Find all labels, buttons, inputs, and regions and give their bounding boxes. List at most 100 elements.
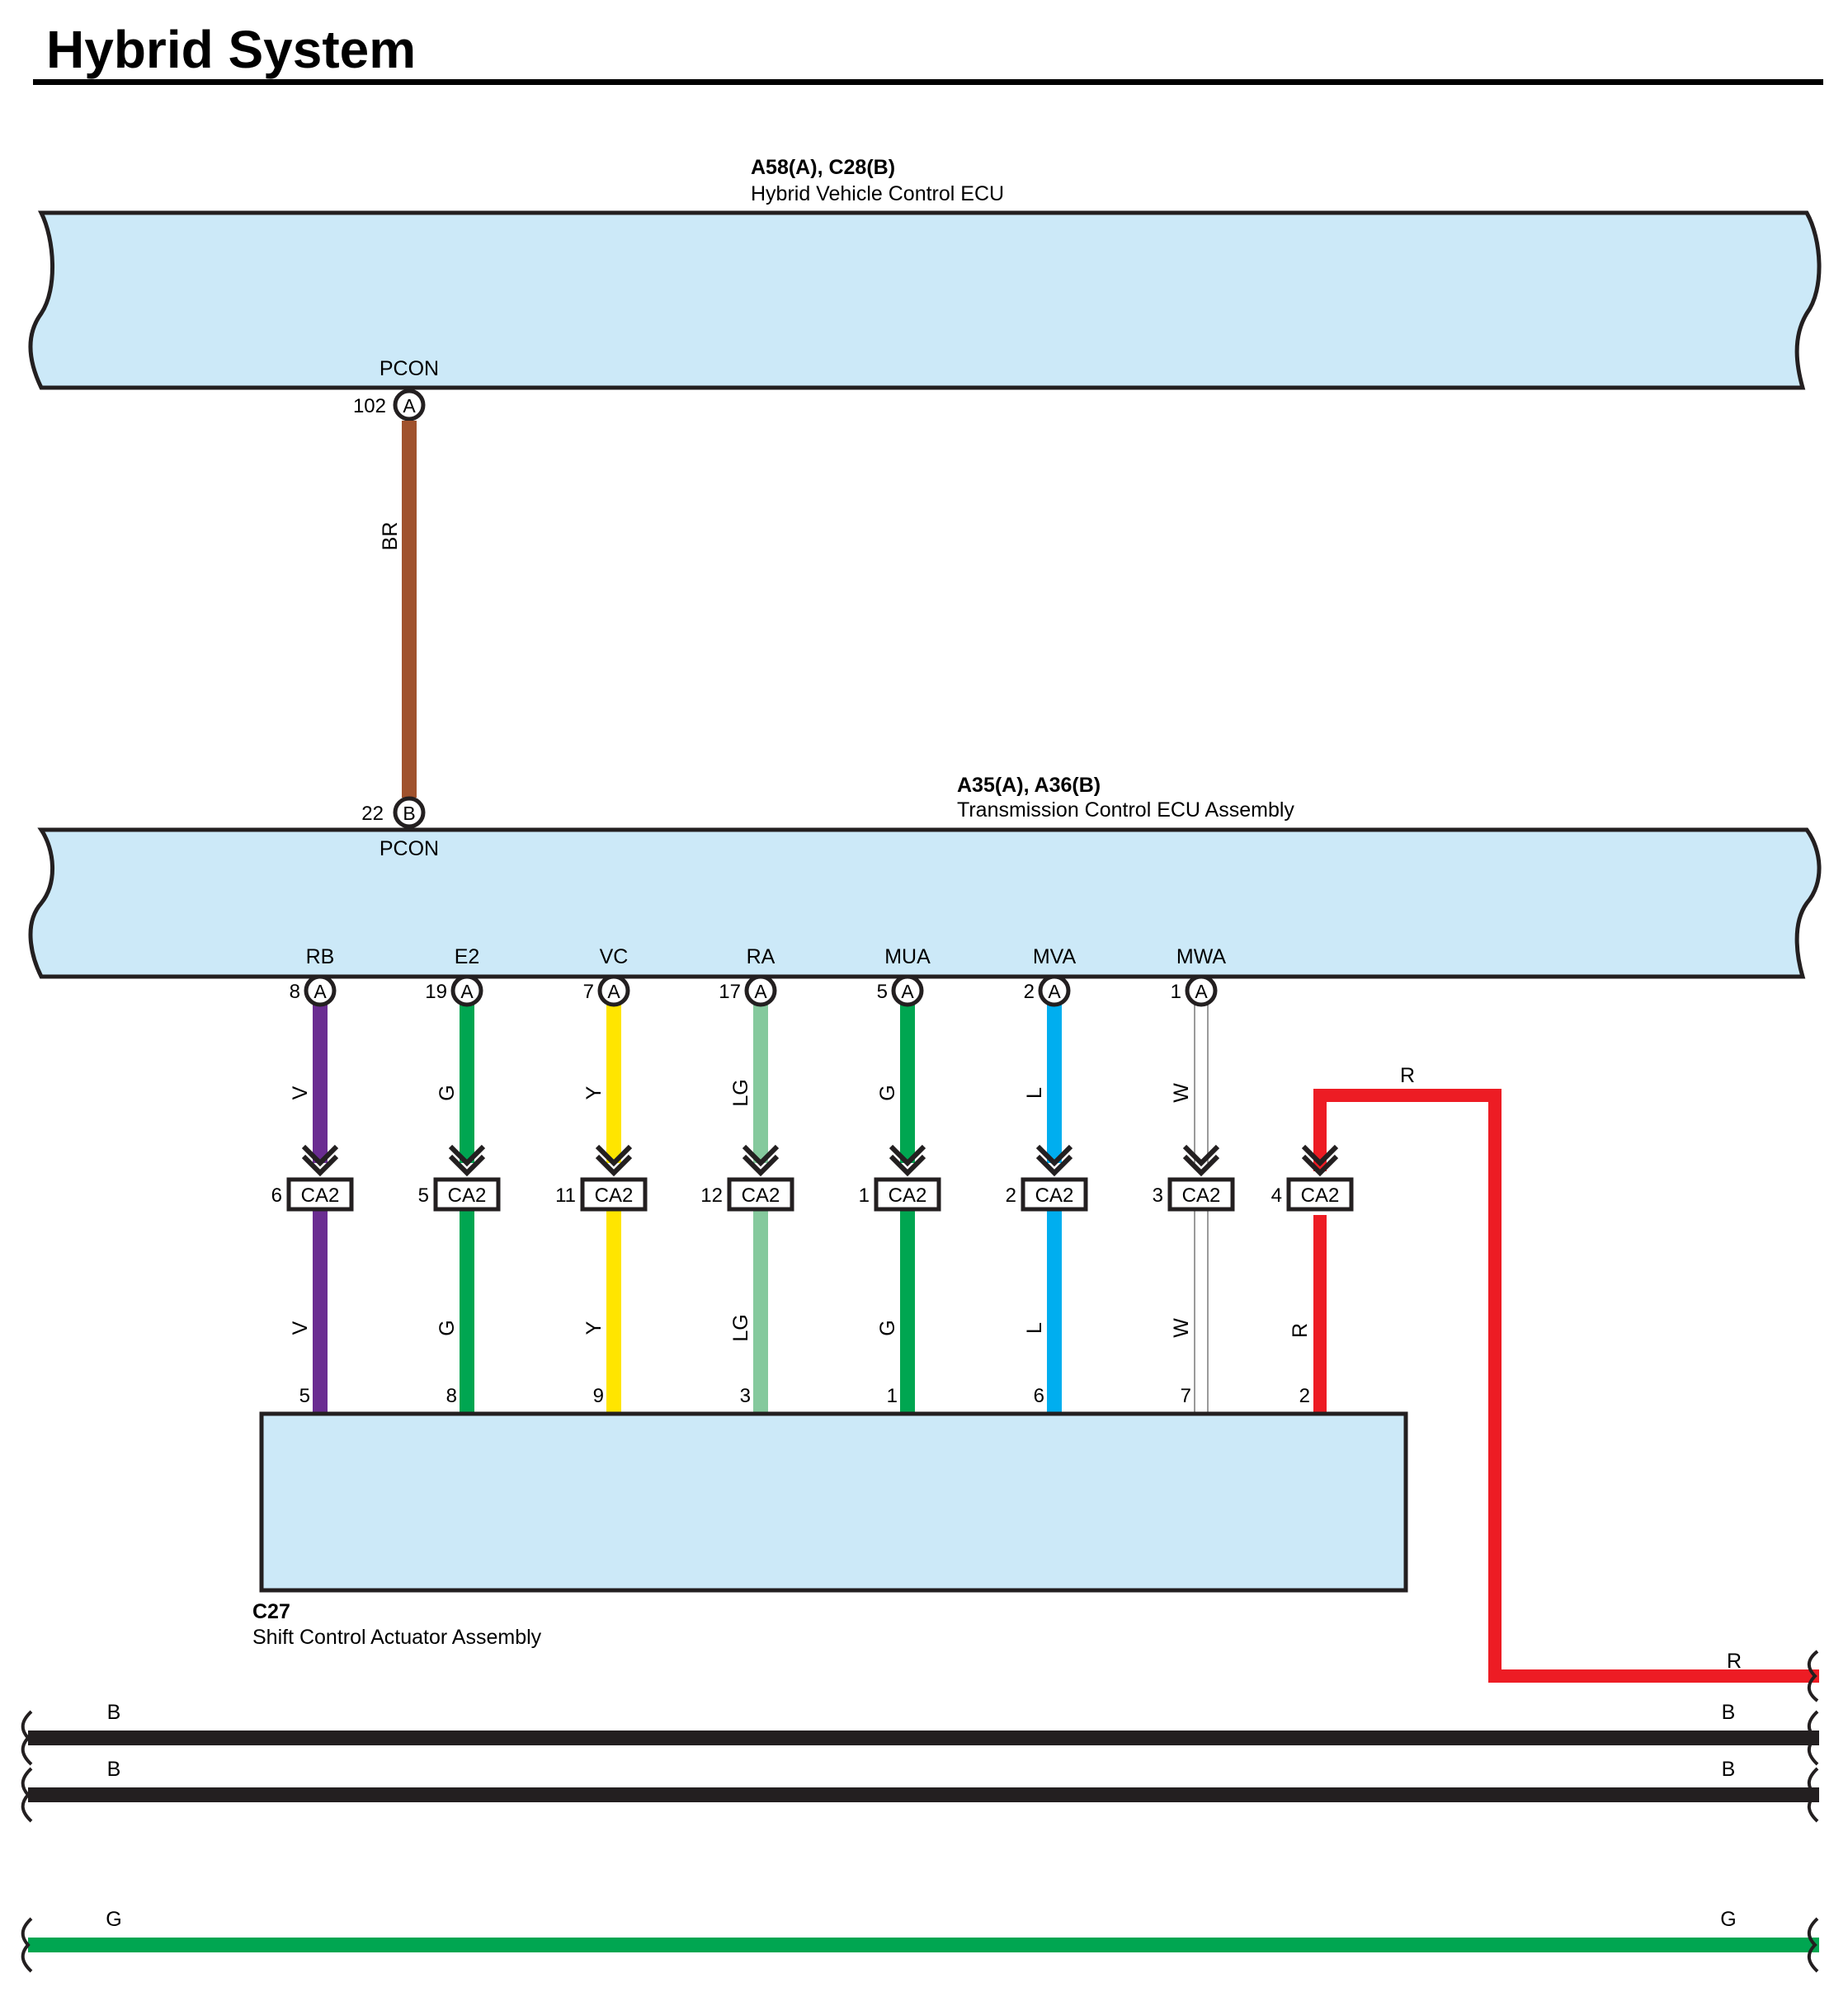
circuit-6-junction-pin: 3 xyxy=(1153,1184,1163,1207)
power-circuit: R R R CA242BMA xyxy=(1271,1064,1819,1702)
circuit-2-junction-pin: 11 xyxy=(555,1184,576,1207)
pcon-wire-color-label: BR xyxy=(379,522,402,551)
bus-2-right-break-mark xyxy=(1807,1917,1819,1973)
circuit-6-junction-box xyxy=(1167,1177,1235,1212)
circuit-0-junction-box xyxy=(286,1177,354,1212)
actuator: C27 Shift Control Actuator Assembly xyxy=(252,1411,1408,1649)
circuit-1-ecu-pin: 19 xyxy=(425,981,447,1003)
circuit-0-ecu-terminal: RB xyxy=(306,945,335,968)
power-junction-chevron-icon xyxy=(1301,1144,1339,1177)
circuit-4-ecu-connector: A xyxy=(891,974,924,1007)
tc-ecu-box xyxy=(28,827,1822,979)
bus-0-right-label: B xyxy=(1722,1701,1736,1724)
circuit-2-junction-chevron-icon xyxy=(595,1144,633,1177)
power-junction-label: CA2 xyxy=(1301,1184,1340,1207)
circuit-1-ecu-terminal: E2 xyxy=(455,945,480,968)
circuit-0-ecu-pin: 8 xyxy=(290,981,300,1003)
circuit-0-actuator-pin: 5 xyxy=(299,1385,310,1407)
power-wire-label-vertical: R xyxy=(1289,1323,1312,1338)
actuator-name: Shift Control Actuator Assembly xyxy=(252,1626,542,1649)
pcon-wire: BR xyxy=(379,421,417,798)
circuit-5-actuator-pin: 6 xyxy=(1034,1385,1044,1407)
circuit-1-junction-label: CA2 xyxy=(448,1184,487,1207)
bus-1-left-label: B xyxy=(107,1758,121,1781)
power-actuator-pin: 2 xyxy=(1299,1385,1310,1407)
circuit-5-lower-color-label: L xyxy=(1023,1322,1046,1334)
circuit-4-ecu-pin: 5 xyxy=(877,981,888,1003)
circuit-3: RAA17LGLGCA2123RA xyxy=(700,945,794,1445)
circuit-2-junction: CA2 11 xyxy=(555,1144,648,1212)
circuit-5-ecu-terminal: MVA xyxy=(1033,945,1077,968)
tc-ecu-name: Transmission Control ECU Assembly xyxy=(957,798,1294,822)
circuit-5-upper-color-label: L xyxy=(1023,1087,1046,1099)
circuit-2-junction-box xyxy=(580,1177,648,1212)
hv-ecu: A58(A), C28(B) Hybrid Vehicle Control EC… xyxy=(28,156,1822,421)
circuit-0: RBA8VVCA265RB xyxy=(271,945,354,1445)
circuit-4-actuator-pin: 1 xyxy=(887,1385,898,1407)
page-title: Hybrid System xyxy=(46,20,416,79)
bus-2-left-label: G xyxy=(106,1908,121,1931)
circuit-6-upper-color-label: W xyxy=(1170,1083,1193,1103)
circuit-3-junction-box xyxy=(727,1177,794,1212)
circuit-0-upper-color-label: V xyxy=(289,1085,312,1100)
circuit-1-junction-box xyxy=(433,1177,501,1212)
bus-0-right-break-mark xyxy=(1807,1710,1819,1766)
circuit-6-lower-color-label: W xyxy=(1170,1318,1193,1338)
circuit-0-junction-chevron-icon xyxy=(301,1144,339,1177)
circuit-0-lower-color-label: V xyxy=(289,1321,312,1335)
hv-pcon-connector: A xyxy=(393,388,426,421)
circuit-5-junction-label: CA2 xyxy=(1035,1184,1074,1207)
tc-ecu: A35(A), A36(B) Transmission Control ECU … xyxy=(28,774,1822,979)
circuit-6-ecu-pin: 1 xyxy=(1171,981,1181,1003)
circuit-2-ecu-connector: A xyxy=(597,974,630,1007)
circuit-4-upper-color-label: G xyxy=(876,1085,899,1100)
circuit-6-ecu-connector-letter: A xyxy=(1195,981,1208,1002)
circuit-3-lower-color-label: LG xyxy=(729,1314,752,1341)
circuit-2-ecu-connector-letter: A xyxy=(607,981,620,1002)
circuit-1: E2A19GGCA258RE2 xyxy=(418,945,501,1445)
hv-pcon-connector-letter: A xyxy=(403,395,416,417)
circuit-3-junction-chevron-icon xyxy=(742,1144,780,1177)
power-junction-pin: 4 xyxy=(1271,1184,1282,1207)
circuit-4-junction-chevron-icon xyxy=(889,1144,926,1177)
circuit-1-upper-color-label: G xyxy=(436,1085,459,1100)
circuit-3-upper-color-label: LG xyxy=(729,1079,752,1106)
bus-2-left-break-mark xyxy=(21,1917,33,1973)
tc-ecu-code: A35(A), A36(B) xyxy=(957,774,1101,797)
circuit-2-junction-label: CA2 xyxy=(595,1184,634,1207)
tc-pcon-connector: B xyxy=(393,796,426,829)
circuit-1-actuator-pin: 8 xyxy=(446,1385,457,1407)
circuit-1-ecu-connector: A xyxy=(450,974,483,1007)
circuit-4-lower-color-label: G xyxy=(876,1320,899,1335)
circuit-4-ecu-connector-letter: A xyxy=(901,981,914,1002)
circuit-0-ecu-connector-letter: A xyxy=(314,981,327,1002)
circuit-4: MUAA5GGCA211MUA xyxy=(859,945,941,1445)
power-junction-box xyxy=(1286,1177,1354,1212)
circuit-5-ecu-connector: A xyxy=(1038,974,1071,1007)
hv-ecu-box xyxy=(28,210,1822,390)
circuit-6-ecu-terminal: MWA xyxy=(1176,945,1226,968)
circuit-6: MWAA1WWCA237MWA xyxy=(1153,945,1235,1445)
circuit-6-ecu-connector: A xyxy=(1185,974,1218,1007)
circuit-5-ecu-pin: 2 xyxy=(1024,981,1035,1003)
tc-pcon-pin: 22 xyxy=(361,803,384,825)
power-wire-label-top: R xyxy=(1400,1064,1415,1087)
actuator-code: C27 xyxy=(252,1600,290,1623)
power-wire-break-mark xyxy=(1807,1650,1819,1702)
hv-pcon-pin: 102 xyxy=(353,395,386,417)
circuit-0-ecu-connector: A xyxy=(304,974,337,1007)
bus-1-right-break-mark xyxy=(1807,1767,1819,1823)
circuit-2-ecu-pin: 7 xyxy=(583,981,594,1003)
circuit-4-ecu-terminal: MUA xyxy=(884,945,931,968)
circuit-1-ecu-connector-letter: A xyxy=(460,981,474,1002)
circuit-5: MVAA2LLCA226MVA xyxy=(1006,945,1088,1445)
